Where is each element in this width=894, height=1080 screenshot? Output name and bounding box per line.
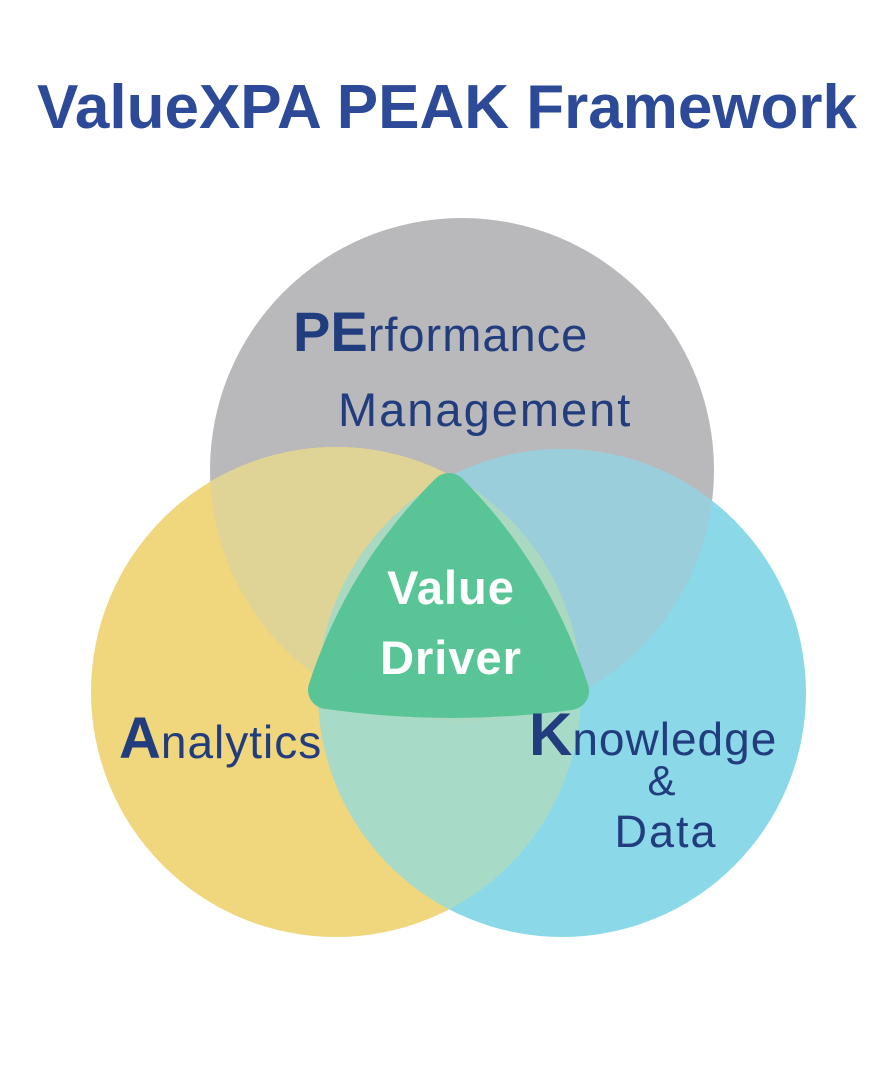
knowledge-label-initial: K <box>529 701 573 768</box>
value-driver-line1: Value <box>387 561 515 614</box>
knowledge-label-data: Data <box>614 806 718 857</box>
performance-label-initials: PE <box>293 300 368 363</box>
performance-label-line2: Management <box>338 383 633 436</box>
value-driver-shape <box>308 473 589 718</box>
page-title: ValueXPA PEAK Framework <box>36 73 858 142</box>
value-driver-line2: Driver <box>380 631 522 684</box>
knowledge-label-rest: nowledge <box>572 713 778 765</box>
analytics-label-initial: A <box>119 706 161 771</box>
analytics-label-rest: nalytics <box>160 716 323 768</box>
knowledge-label-ampersand: & <box>647 757 677 804</box>
performance-label-line1: PErformance <box>293 304 588 360</box>
performance-label-rest: rformance <box>367 308 589 361</box>
knowledge-label-line1: Knowledge <box>529 705 777 765</box>
analytics-label: Analytics <box>119 710 322 768</box>
